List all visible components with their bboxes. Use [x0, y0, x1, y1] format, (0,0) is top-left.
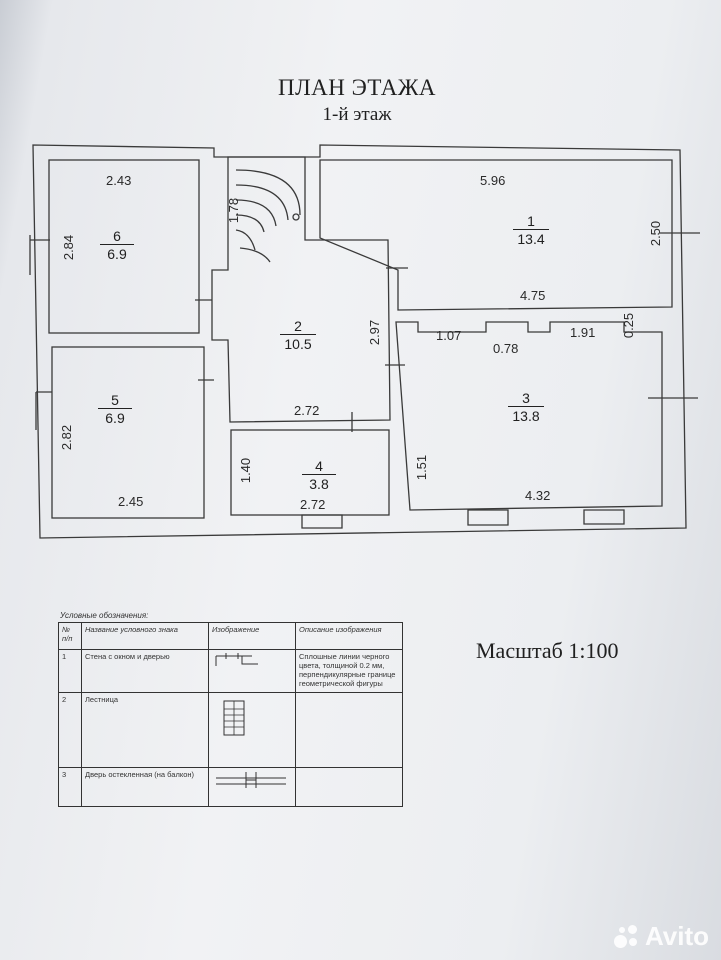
legend-header-num: № п/п — [58, 622, 82, 650]
room-2-outline — [211, 156, 391, 423]
legend-header-image: Изображение — [208, 622, 296, 650]
legend-caption: Условные обозначения: — [60, 611, 149, 620]
room-5-label: 5 6.9 — [98, 392, 132, 426]
dim-r3-top-c: 1.91 — [570, 325, 596, 340]
dim-r4-side: 1.40 — [238, 457, 254, 484]
stair-center — [292, 213, 300, 221]
room-2-label: 2 10.5 — [280, 318, 316, 352]
glazed-door-symbol-icon — [208, 767, 296, 807]
dim-r1-side: 2.50 — [648, 220, 664, 247]
dim-r6-top: 2.43 — [106, 173, 132, 188]
avito-watermark: Avito — [613, 921, 709, 952]
dim-stair: 1.78 — [226, 197, 242, 224]
room-1-outline — [319, 159, 673, 311]
dim-r3-bottom: 4.32 — [525, 488, 551, 503]
floor-plan-drawing — [29, 144, 700, 539]
dim-r3-top-b: 0.78 — [493, 341, 519, 356]
avito-logo-text: Avito — [644, 921, 709, 951]
scale-label: Масштаб 1:100 — [476, 638, 619, 663]
dim-r3-side: 1.51 — [414, 454, 430, 481]
plan-subtitle: 1-й этаж — [322, 104, 392, 125]
legend-header-desc: Описание изображения — [295, 622, 403, 650]
dim-r6-side: 2.84 — [61, 234, 77, 261]
stair-steps — [235, 169, 301, 263]
plan-title: ПЛАН ЭТАЖА — [277, 75, 437, 100]
wall-symbol-icon — [208, 649, 296, 693]
avito-logo-icon — [613, 924, 640, 950]
legend-row: 2 Лестница — [58, 692, 403, 768]
room-4-label: 4 3.8 — [302, 458, 336, 492]
dim-r4-bottom: 2.72 — [300, 497, 326, 512]
legend-header-name: Название условного знака — [81, 622, 209, 650]
legend-header-row: № п/п Название условного знака Изображен… — [58, 622, 403, 650]
room-6-outline — [48, 159, 200, 334]
legend-row: 3 Дверь остекленная (на балкон) — [58, 767, 403, 807]
room-1-label: 1 13.4 — [513, 213, 549, 247]
dim-r5-side: 2.82 — [59, 424, 75, 451]
room-6-label: 6 6.9 — [100, 228, 134, 262]
legend-row: 1 Стена с окном и дверью Сплошные линии … — [58, 649, 403, 693]
dim-r1-bottom: 4.75 — [520, 288, 546, 303]
dim-r3-corner: 0.25 — [621, 312, 637, 339]
dim-r1-top: 5.96 — [480, 173, 506, 188]
dim-r2-bottom: 2.72 — [294, 403, 320, 418]
room-5-outline — [51, 346, 205, 519]
room-3-label: 3 13.8 — [508, 390, 544, 424]
stair-symbol-icon — [208, 692, 296, 768]
dim-r3-top-a: 1.07 — [436, 328, 462, 343]
dim-r5-bottom: 2.45 — [118, 494, 144, 509]
room-3-outline — [395, 321, 663, 511]
dim-r2-side: 2.97 — [367, 319, 383, 346]
outer-boundary — [32, 144, 687, 539]
legend-table: № п/п Название условного знака Изображен… — [58, 622, 403, 807]
